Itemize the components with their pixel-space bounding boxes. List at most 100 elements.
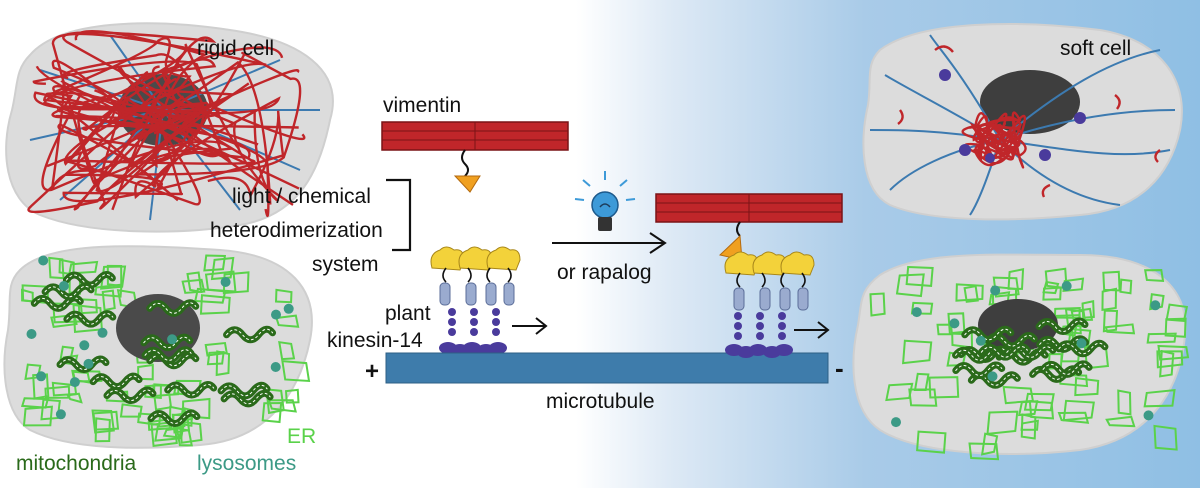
- er-mesh: [869, 292, 886, 317]
- er-mesh: [1042, 280, 1060, 295]
- er-mesh: [1165, 303, 1189, 322]
- mitochondrion: [59, 358, 107, 371]
- lysosomes-label: lysosomes: [197, 452, 297, 475]
- filament-strand: [971, 111, 1025, 169]
- er-mesh: [179, 420, 203, 444]
- er-mesh: [1074, 376, 1100, 397]
- mitochondrion: [955, 349, 1003, 361]
- er-mesh: [92, 410, 120, 431]
- er-mesh: [181, 278, 206, 294]
- vimentin-linker-right: [736, 221, 741, 237]
- lysosome: [83, 358, 94, 369]
- lysosome: [55, 409, 66, 420]
- rigid-cell-organelles: [3, 245, 313, 449]
- orange-tag-left: [453, 175, 481, 193]
- rigid-cell-label: rigid cell: [197, 37, 275, 60]
- filament-strand: [52, 37, 300, 190]
- lysosome: [1076, 338, 1087, 349]
- er-mesh: [968, 442, 1000, 461]
- filament-strand: [32, 60, 270, 217]
- mitochondrion: [167, 384, 215, 396]
- er-mesh: [206, 351, 225, 366]
- mitochondrion: [223, 392, 271, 405]
- mitochondrion: [1039, 338, 1087, 350]
- heterodimer-bracket: [386, 178, 412, 252]
- er-mesh: [20, 397, 50, 409]
- er-mesh: [1117, 389, 1132, 416]
- filament-strand: [73, 69, 300, 211]
- lysosome: [97, 327, 108, 338]
- er-mesh: [895, 273, 925, 298]
- filament-strand: [55, 51, 302, 177]
- lysosome: [38, 255, 49, 266]
- heterodimer-label-line3: system: [312, 253, 379, 276]
- er-mesh: [204, 341, 228, 357]
- left-er-network: [20, 254, 311, 447]
- er-mesh: [68, 260, 99, 275]
- er-mesh: [274, 288, 293, 304]
- left-mitochondria: [30, 271, 277, 427]
- plant-label: plant: [385, 302, 431, 325]
- mitochondrion: [143, 336, 191, 349]
- rigid-cell: [5, 22, 334, 233]
- lysosome: [891, 417, 901, 428]
- heterodimer-label-line1: light / chemical: [232, 185, 371, 208]
- right-lysosomes: [891, 281, 1161, 428]
- vimentin-linker-left: [461, 149, 469, 177]
- lysosome: [167, 334, 178, 345]
- mitochondrion: [33, 297, 81, 309]
- filament-strand: [972, 126, 1013, 167]
- mitochondrion: [226, 328, 274, 341]
- rigid-vimentin-network: [27, 30, 306, 217]
- er-mesh: [1157, 344, 1190, 361]
- er-mesh: [1081, 300, 1095, 319]
- soft-cell-organelles: [852, 253, 1190, 461]
- mitochondrion: [106, 389, 154, 402]
- er-mesh: [1007, 268, 1025, 290]
- mitochondrion: [66, 313, 114, 325]
- mitochondrion: [65, 274, 113, 286]
- er-mesh: [1119, 278, 1133, 295]
- er-mesh: [94, 417, 111, 443]
- plus-end-label: +: [365, 358, 380, 385]
- er-label: ER: [287, 425, 317, 448]
- soft-vimentin-cluster: [961, 111, 1027, 169]
- mitochondrion: [980, 346, 1028, 358]
- er-mesh: [1023, 392, 1055, 412]
- er-mesh: [905, 265, 934, 287]
- mitochondrion: [144, 349, 192, 361]
- lysosome: [1143, 410, 1154, 421]
- arrow-right-icon-2: [794, 321, 830, 339]
- filament-strand: [974, 122, 1023, 151]
- er-mesh: [913, 372, 930, 392]
- er-mesh: [980, 432, 999, 456]
- er-mesh: [66, 392, 83, 404]
- er-mesh: [1164, 317, 1187, 338]
- lysosome: [283, 303, 294, 314]
- er-mesh: [885, 382, 914, 402]
- vimentin-filament-left: [381, 121, 569, 151]
- er-mesh: [204, 270, 237, 293]
- minus-end-label: -: [835, 353, 844, 383]
- er-mesh: [119, 403, 143, 418]
- yellow-tags-right: [724, 251, 815, 276]
- kinesin-motors-left: [439, 267, 515, 356]
- mitochondrion: [1038, 320, 1086, 333]
- mitochondrion: [964, 328, 1012, 341]
- vimentin-label: vimentin: [383, 94, 462, 117]
- arrow-right-icon: [512, 317, 548, 335]
- mitochondrion: [92, 375, 140, 388]
- lysosome: [58, 281, 69, 291]
- er-mesh: [1028, 400, 1055, 420]
- er-mesh: [265, 388, 285, 415]
- lysosome: [271, 309, 281, 320]
- yellow-tags-left: [430, 246, 521, 271]
- er-mesh: [1144, 269, 1165, 282]
- er-mesh: [1105, 415, 1136, 428]
- filament-strand: [51, 86, 251, 188]
- er-mesh: [261, 401, 283, 424]
- er-mesh: [1057, 411, 1090, 424]
- lysosome: [911, 307, 922, 318]
- er-mesh: [284, 388, 300, 404]
